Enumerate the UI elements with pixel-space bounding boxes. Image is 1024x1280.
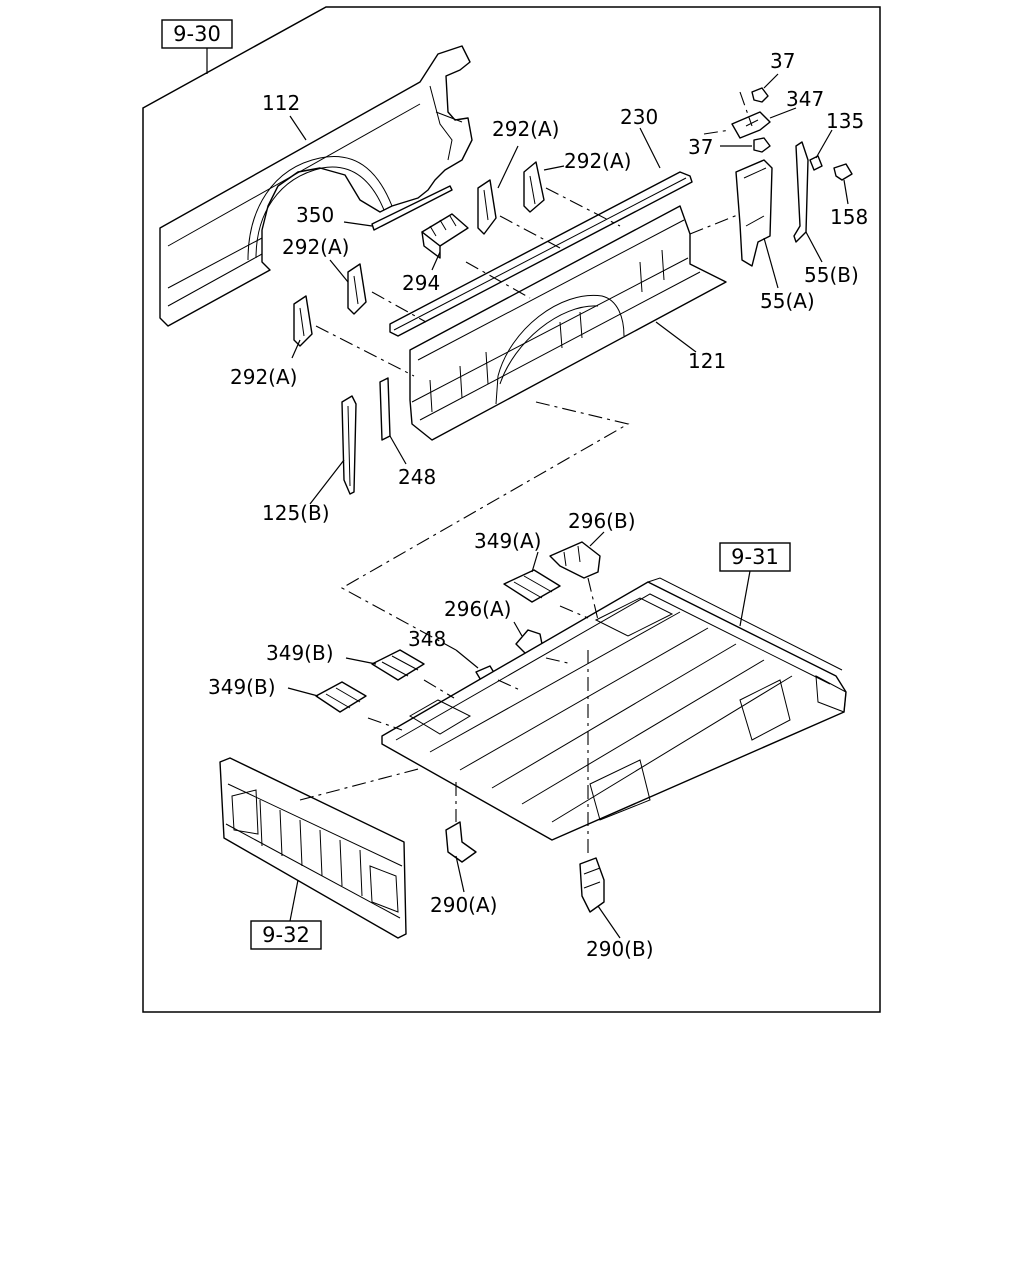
part-tailgate bbox=[219, 757, 407, 939]
callout-349b-2: 349(B) bbox=[208, 675, 276, 699]
callout-125b: 125(B) bbox=[262, 501, 330, 525]
part-292a-bracket-2 bbox=[523, 161, 545, 213]
callout-292a-1: 292(A) bbox=[492, 117, 559, 141]
callout-37-2: 37 bbox=[688, 135, 713, 159]
callout-294: 294 bbox=[402, 271, 440, 295]
callout-55a: 55(A) bbox=[760, 289, 815, 313]
part-349a-bracket bbox=[503, 569, 561, 603]
part-121-inner-side bbox=[409, 205, 727, 441]
part-37-bolt-2 bbox=[753, 137, 771, 153]
callout-292a-2: 292(A) bbox=[564, 149, 631, 173]
part-158-screw bbox=[833, 163, 853, 181]
callout-292a-4: 292(A) bbox=[230, 365, 297, 389]
part-347-bracket bbox=[731, 111, 771, 139]
part-37-bolt-1 bbox=[751, 87, 769, 103]
callout-230: 230 bbox=[620, 105, 658, 129]
callout-37-1: 37 bbox=[770, 49, 795, 73]
callout-55b: 55(B) bbox=[804, 263, 859, 287]
part-290b-bracket bbox=[579, 857, 605, 913]
part-349b-bracket-2 bbox=[315, 681, 367, 713]
ref-label-9-30: 9-30 bbox=[173, 22, 221, 46]
part-349b-bracket-1 bbox=[371, 649, 425, 681]
part-290a-bracket bbox=[445, 821, 477, 863]
callout-290a: 290(A) bbox=[430, 893, 497, 917]
callout-296b: 296(B) bbox=[568, 509, 636, 533]
part-292a-bracket-4 bbox=[293, 295, 313, 347]
callout-348: 348 bbox=[408, 627, 446, 651]
part-135-clip bbox=[809, 155, 823, 171]
ref-box-9-32[interactable]: 9-32 bbox=[250, 920, 322, 950]
callout-349a: 349(A) bbox=[474, 529, 541, 553]
callout-349b-1: 349(B) bbox=[266, 641, 334, 665]
ref-label-9-31: 9-31 bbox=[731, 545, 779, 569]
part-292a-bracket-1 bbox=[477, 179, 497, 235]
callout-158: 158 bbox=[830, 205, 868, 229]
callout-112: 112 bbox=[262, 91, 300, 115]
part-248-plate bbox=[379, 377, 391, 441]
part-292a-bracket-3 bbox=[347, 263, 367, 315]
part-112-side-panel bbox=[159, 45, 473, 327]
callout-347: 347 bbox=[786, 87, 824, 111]
callout-296a: 296(A) bbox=[444, 597, 511, 621]
ref-box-9-30[interactable]: 9-30 bbox=[161, 19, 233, 49]
callout-350: 350 bbox=[296, 203, 334, 227]
part-55a-corner-panel bbox=[735, 159, 773, 267]
callout-290b: 290(B) bbox=[586, 937, 654, 961]
diagram-frame bbox=[142, 6, 881, 1013]
part-296b-bracket bbox=[549, 541, 601, 579]
part-350-strip bbox=[371, 185, 453, 231]
part-294-bracket bbox=[421, 213, 469, 259]
ref-box-9-31[interactable]: 9-31 bbox=[719, 542, 791, 572]
callout-135: 135 bbox=[826, 109, 864, 133]
part-125b-pillar bbox=[341, 395, 357, 495]
callout-121: 121 bbox=[688, 349, 726, 373]
callout-292a-3: 292(A) bbox=[282, 235, 349, 259]
callout-248: 248 bbox=[398, 465, 436, 489]
part-55b-corner-strip bbox=[793, 141, 809, 243]
ref-label-9-32: 9-32 bbox=[262, 923, 310, 947]
part-floor-assembly bbox=[381, 577, 847, 841]
